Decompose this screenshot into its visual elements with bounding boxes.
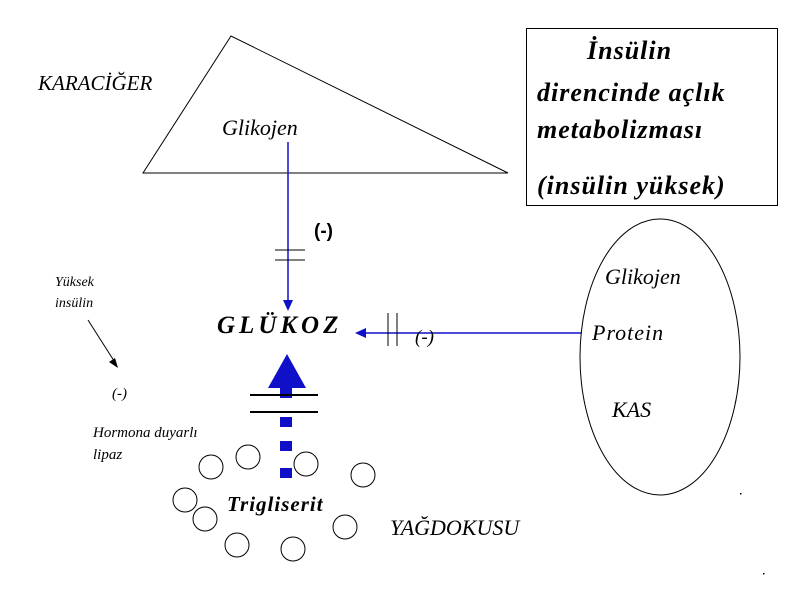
triglyceride-label: Trigliserit: [227, 492, 324, 516]
liver-arrowhead: [283, 300, 293, 311]
lipase-inhibition-label: (-): [112, 386, 127, 402]
fat-cell-circle: [293, 451, 319, 477]
lipolysis-dash: [280, 388, 292, 398]
fat-cell-circle: [224, 532, 250, 558]
insulin-note-line-1: Yüksek: [55, 275, 94, 290]
fat-cell-circle: [172, 487, 198, 513]
stray-dot: [763, 573, 765, 575]
lipase-line-1: Hormona duyarlı: [93, 425, 198, 441]
muscle-label: KAS: [612, 397, 652, 422]
fat-cell-circle: [192, 506, 218, 532]
liver-label: KARACİĞER: [38, 71, 153, 95]
fat-cell-circle: [235, 444, 261, 470]
title-line-2: direncinde açlık: [537, 78, 726, 107]
muscle-ellipse: [579, 218, 741, 496]
muscle-inhibition-label: (-): [415, 327, 434, 348]
fat-cell-circle: [198, 454, 224, 480]
lipolysis-arrowhead: [268, 354, 306, 388]
muscle-glycogen-label: Glikojen: [605, 264, 681, 289]
fat-cell-circle: [332, 514, 358, 540]
muscle-protein-label: Protein: [592, 320, 665, 345]
insulin-note-line-2: insülin: [55, 296, 94, 311]
glucose-label: GLÜKOZ: [217, 312, 343, 339]
liver-glycogen-label: Glikojen: [222, 115, 298, 140]
title-line-3: metabolizması: [537, 115, 704, 144]
fat-cell-circle: [280, 536, 306, 562]
lipolysis-dash: [280, 441, 292, 451]
stray-dot: [740, 493, 742, 495]
adipose-label: YAĞDOKUSU: [390, 515, 520, 540]
lipolysis-dash: [280, 468, 292, 478]
title-line-4: (insülin yüksek): [537, 171, 726, 200]
fat-cell-circle: [350, 462, 376, 488]
title-line-1: İnsülin: [587, 36, 673, 65]
lipase-line-2: lipaz: [93, 447, 123, 463]
insulin-to-lipase-arrow: [87, 319, 117, 365]
liver-inhibition-label: (-): [314, 221, 333, 242]
title-box: İnsülin direncinde açlık metabolizması (…: [526, 28, 778, 206]
insulin-arrowhead: [109, 358, 118, 368]
muscle-arrowhead: [355, 328, 366, 338]
liver-triangle: [142, 35, 509, 174]
lipolysis-dash: [280, 417, 292, 427]
